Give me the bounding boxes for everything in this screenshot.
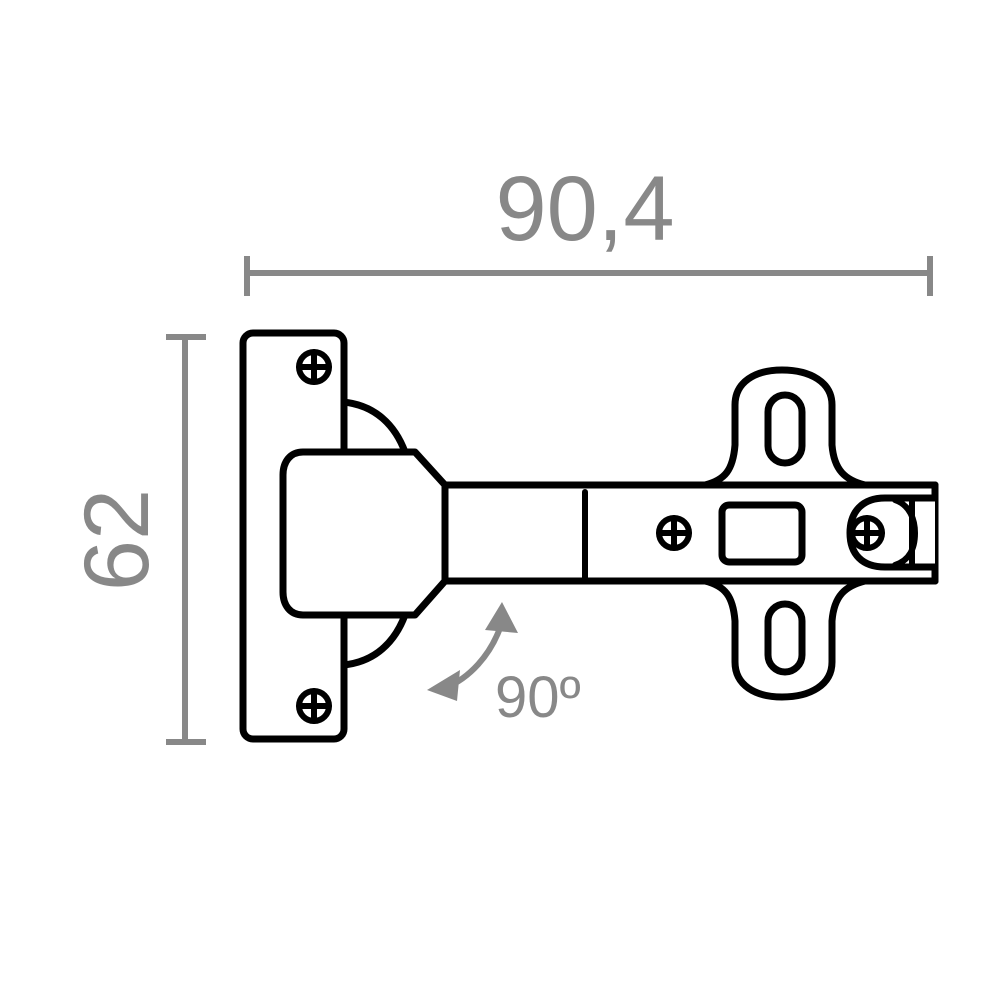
cup-flange-bottom (339, 611, 409, 669)
angle-label: 90º (495, 665, 581, 730)
screw-icon (849, 515, 885, 551)
mounting-slot-top (764, 391, 806, 467)
mounting-slot-bottom (764, 600, 806, 676)
width-dimension: 90,4 (244, 158, 933, 296)
screw-icon (296, 688, 332, 724)
screw-icon (296, 349, 332, 385)
adjustment-window (718, 501, 806, 566)
screw-icon (656, 515, 692, 551)
height-dimension: 62 (66, 334, 206, 745)
rotation-arrow-icon (427, 602, 518, 701)
height-dimension-label: 62 (66, 489, 168, 591)
cup-flange-top (339, 398, 409, 456)
hinge-cup (279, 448, 449, 619)
width-dimension-label: 90,4 (495, 158, 674, 260)
